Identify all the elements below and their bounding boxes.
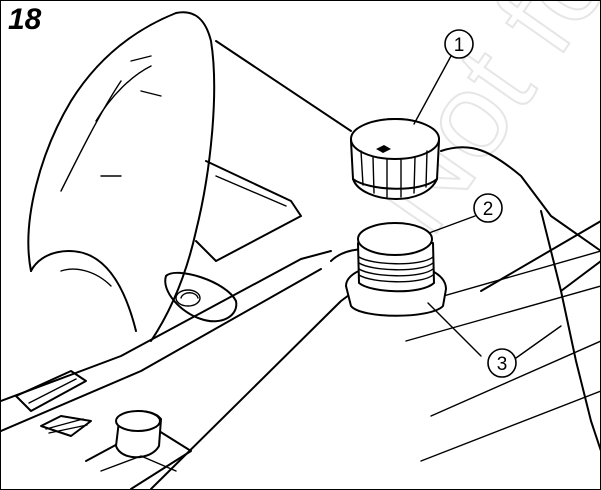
callout-3-number: 3 [497, 354, 508, 375]
left-rail [1, 250, 332, 437]
filler-neck [345, 222, 447, 317]
callout-2-number: 2 [483, 199, 494, 220]
figure-number: 18 [8, 3, 42, 36]
callout-1-number: 1 [454, 35, 465, 56]
control-knob [85, 410, 192, 489]
fuel-cap [350, 118, 440, 200]
callout-3: 3 [487, 348, 517, 378]
callout-leaders [413, 55, 562, 359]
callout-1: 1 [444, 29, 474, 59]
callout-2: 2 [473, 193, 503, 223]
seat-recess [195, 160, 302, 262]
seat [27, 11, 216, 342]
